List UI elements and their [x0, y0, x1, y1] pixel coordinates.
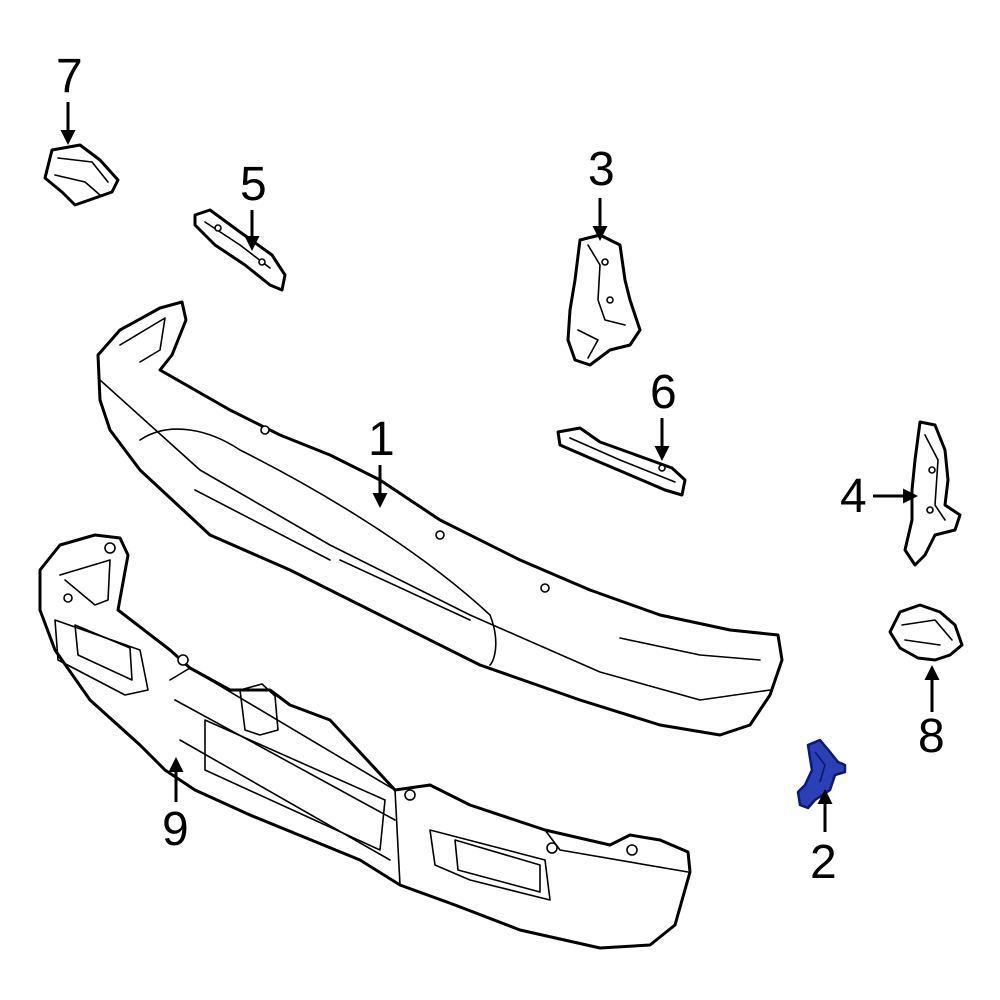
callout-2: 2 [810, 836, 837, 889]
callout-4: 4 [840, 470, 867, 523]
part-8-bumper-pad[interactable] [888, 603, 964, 662]
part-2-retainer-clip[interactable] [796, 738, 847, 810]
part-6-side-bracket[interactable] [556, 426, 687, 497]
part-7-bumper-pad[interactable] [43, 143, 120, 207]
callout-labels: 1 2 3 4 5 6 7 8 9 [56, 50, 945, 889]
callout-3: 3 [588, 143, 615, 196]
callout-9: 9 [162, 803, 189, 856]
callout-8: 8 [918, 710, 945, 763]
callout-7: 7 [56, 50, 83, 103]
callout-arrows [60, 102, 940, 832]
callout-6: 6 [650, 366, 677, 419]
part-5-side-bracket[interactable] [193, 208, 287, 292]
callout-1: 1 [368, 413, 395, 466]
part-4-side-bracket[interactable] [903, 420, 962, 567]
callout-5: 5 [240, 158, 267, 211]
part-3-mount-bracket[interactable] [566, 233, 642, 367]
part-9-bumper-reinforcement[interactable] [38, 533, 692, 950]
part-1-bumper-cover[interactable] [96, 300, 784, 737]
